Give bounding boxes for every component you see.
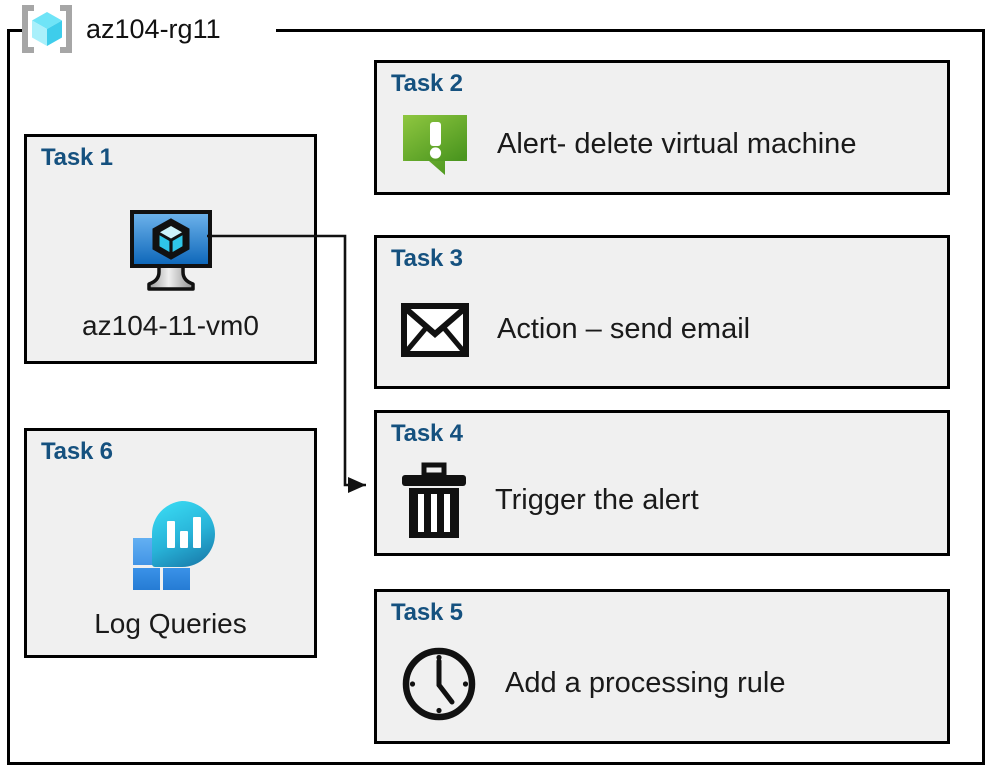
- task-card-3-body: Action – send email: [399, 279, 937, 380]
- task-card-5-text: Add a processing rule: [505, 667, 786, 700]
- task-card-4-label: Task 4: [391, 420, 463, 447]
- task-card-1-body: az104-11-vm0: [27, 183, 314, 367]
- container-border-left: [7, 29, 10, 765]
- container-border-top-left-stub: [7, 29, 24, 32]
- azure-resource-group-icon: [18, 4, 76, 54]
- task-card-1-label: Task 1: [41, 144, 113, 171]
- task-card-4[interactable]: Task 4 Trigger the alert: [374, 410, 950, 556]
- task-card-5-body: Add a processing rule: [399, 633, 937, 735]
- envelope-icon: [399, 299, 471, 361]
- resource-group-header: az104-rg11: [18, 4, 221, 54]
- task-card-1[interactable]: Task 1: [24, 134, 317, 364]
- task-card-6[interactable]: Task 6: [24, 428, 317, 658]
- resource-group-name: az104-rg11: [86, 13, 221, 44]
- container-border-right: [982, 29, 985, 765]
- container-border-top: [276, 29, 985, 32]
- trash-can-icon: [399, 460, 469, 542]
- task-card-2[interactable]: Task 2 Alert- delete virtual machin: [374, 60, 950, 195]
- task-card-4-text: Trigger the alert: [495, 483, 699, 516]
- alert-exclamation-icon: [399, 109, 471, 181]
- virtual-machine-icon: [125, 208, 217, 297]
- task-card-3-label: Task 3: [391, 245, 463, 272]
- task-card-3[interactable]: Task 3 Action – send email: [374, 235, 950, 389]
- task-card-5-label: Task 5: [391, 599, 463, 626]
- task-card-5[interactable]: Task 5 Add a processing rule: [374, 589, 950, 744]
- task-card-6-text: Log Queries: [94, 608, 247, 640]
- task-card-4-body: Trigger the alert: [399, 454, 937, 547]
- log-analytics-icon: [119, 498, 223, 596]
- resource-group-container: Task 1: [7, 29, 985, 765]
- container-border-bottom: [7, 762, 985, 765]
- task-card-1-text: az104-11-vm0: [82, 310, 259, 342]
- task-card-6-label: Task 6: [41, 438, 113, 465]
- task-card-2-label: Task 2: [391, 70, 463, 97]
- task-card-2-text: Alert- delete virtual machine: [497, 128, 857, 161]
- task-card-2-body: Alert- delete virtual machine: [399, 104, 937, 186]
- task-card-3-text: Action – send email: [497, 312, 751, 345]
- task-card-6-body: Log Queries: [27, 477, 314, 661]
- clock-icon: [399, 644, 479, 724]
